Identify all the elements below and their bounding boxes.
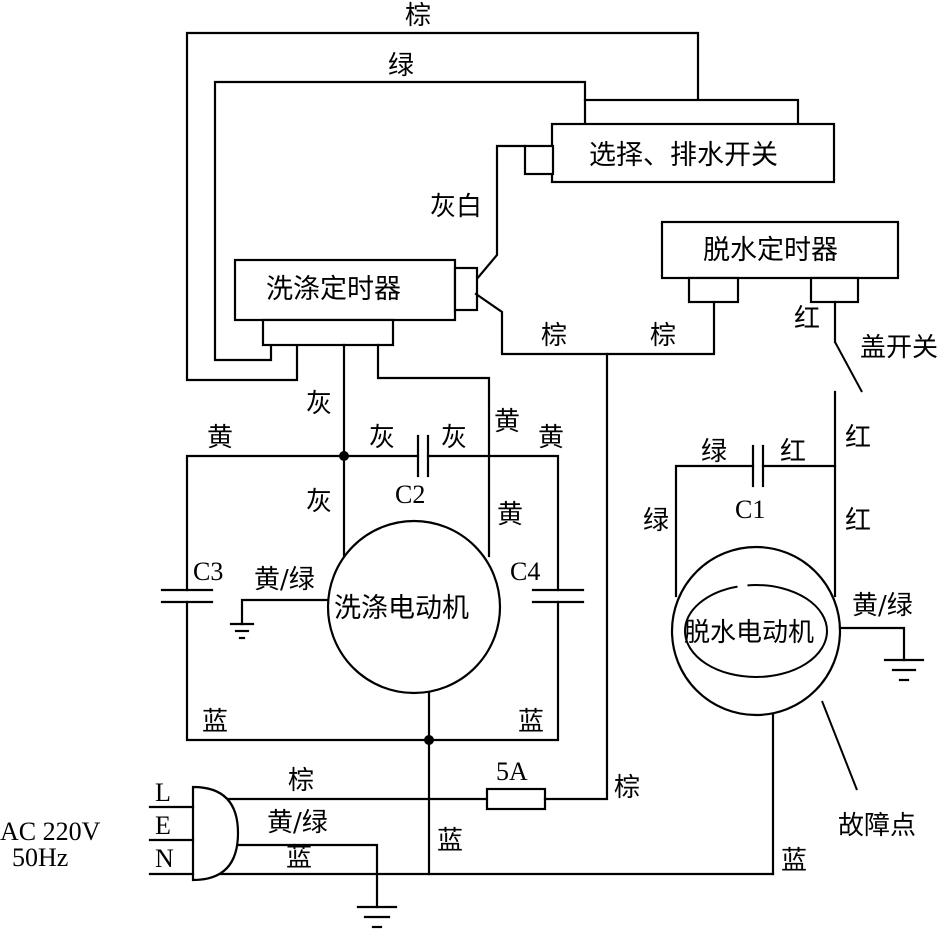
capacitor-c1-label: C1: [735, 495, 765, 524]
plug-terminal-n: N: [155, 844, 174, 873]
wire-label-blue-bottom: 蓝: [781, 846, 807, 876]
wire-spin-left: [674, 464, 755, 598]
wire-brown-timers: [474, 292, 716, 356]
wire-label-blue-right: 蓝: [518, 707, 544, 737]
wash-timer-box: [233, 258, 457, 322]
wire-yellow-down: [376, 343, 491, 558]
wire-label-gray-left-upper: 灰: [306, 389, 332, 419]
wire-label-brown-right: 棕: [650, 321, 676, 351]
wire-wash-motor-ground: [240, 598, 330, 626]
wire-label-yellow-right: 黄: [538, 423, 564, 453]
power-label-line2: 50Hz: [12, 843, 68, 872]
wire-label-brown-fuse-right: 棕: [614, 773, 640, 803]
wire-brown-outer: [185, 31, 700, 382]
wire-label-yellow-mid-lower: 黄: [497, 500, 523, 530]
wire-label-yg-e-line: 黄/绿: [267, 808, 328, 838]
plug-terminal-e: E: [155, 811, 171, 840]
capacitor-c4-label: C4: [510, 557, 540, 586]
capacitor-c3-label: C3: [193, 557, 223, 586]
wire-gray-white: [474, 144, 527, 282]
spin-timer-label: 脱水定时器: [703, 235, 838, 266]
wire-label-red-upper: 红: [845, 423, 871, 453]
wire-label-green-c1: 绿: [701, 437, 727, 467]
power-plug: [191, 785, 240, 882]
fault-point-pointer: [821, 700, 858, 791]
wire-label-gray-c2-left: 灰: [369, 423, 395, 453]
spin-motor-circle: [670, 545, 842, 717]
wire-label-gray-left-lower: 灰: [306, 487, 332, 517]
capacitor-c2-label: C2: [395, 480, 425, 509]
wire-label-red-c1: 红: [780, 437, 806, 467]
wire-label-brown-l-line: 棕: [288, 766, 314, 796]
wire-green-outer: [213, 80, 587, 362]
wire-label-yg-spin-motor: 黄/绿: [852, 591, 913, 621]
wire-label-blue-left: 蓝: [202, 707, 228, 737]
plug-terminal-l: L: [155, 778, 171, 807]
wire-n-blue: [214, 843, 379, 909]
wire-label-brown-left: 棕: [541, 321, 567, 351]
fuse-5a: [485, 787, 547, 811]
wire-right-bottom: [427, 600, 560, 742]
wire-label-yellow-mid-upper: 黄: [494, 407, 520, 437]
junction-gray: [339, 451, 349, 461]
wire-brown-fuse-riser: [543, 352, 609, 801]
wash-timer-bottom-connector: [261, 318, 395, 347]
spin-timer-box: [660, 220, 900, 280]
wire-label-red-spin-timer: 红: [794, 304, 820, 334]
wire-label-gray-c2-right: 灰: [441, 423, 467, 453]
wire-label-green-left: 绿: [643, 506, 669, 536]
power-label-line1: AC 220V: [0, 817, 101, 846]
wire-label-yellow-left: 黄: [207, 423, 233, 453]
wire-left-bottom: [185, 600, 431, 742]
wire-top-right: [426, 454, 560, 592]
wash-motor-label: 洗涤电动机: [334, 593, 469, 624]
wire-label-green-top: 绿: [388, 51, 414, 81]
select-drain-switch-connector: [583, 98, 800, 128]
wire-label-red-lower: 红: [845, 506, 871, 536]
fault-point-label: 故障点: [838, 811, 916, 841]
wash-timer-right-connector: [453, 266, 479, 312]
lid-switch-label: 盖开关: [860, 333, 938, 363]
wire-label-brown-top: 棕: [405, 1, 431, 31]
wire-label-blue-center: 蓝: [437, 826, 463, 856]
select-drain-switch-left-connector: [523, 144, 555, 176]
fuse-label: 5A: [496, 757, 528, 786]
lid-switch-blade: [834, 341, 863, 393]
wash-motor-circle: [326, 519, 502, 695]
wire-spin-motor-ground: [838, 626, 906, 662]
wire-label-blue-n-line: 蓝: [286, 843, 312, 873]
spin-motor-label: 脱水电动机: [684, 618, 814, 648]
spin-motor-inner-ellipse: [684, 584, 828, 678]
spin-timer-connector-left: [687, 276, 740, 304]
wire-label-gray-white: 灰白: [430, 192, 482, 222]
wire-label-yg-wash-motor: 黄/绿: [254, 565, 315, 595]
spin-timer-connector-right: [809, 276, 860, 304]
select-drain-switch-label: 选择、排水开关: [589, 140, 778, 171]
wash-timer-label: 洗涤定时器: [266, 274, 401, 305]
